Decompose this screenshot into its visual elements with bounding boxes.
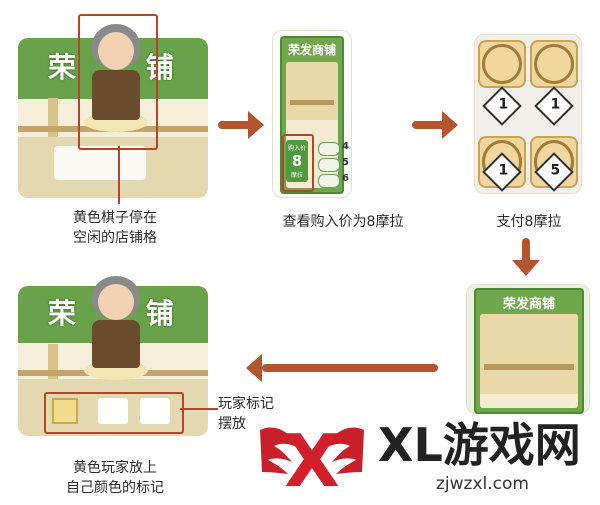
svg-text:X: X <box>284 419 340 500</box>
purchase-price-box: 购入价 8 摩拉 <box>286 140 308 182</box>
shop-card-2-title: 荣发商铺 <box>502 297 555 312</box>
illustration-rail-2 <box>484 364 574 370</box>
step1-caption-line2: 空闲的店铺格 <box>73 230 157 246</box>
shop-pillar <box>48 98 58 168</box>
price-value: 8 <box>291 152 303 170</box>
shop-card-2-body <box>480 314 578 408</box>
illustration-rail <box>290 100 334 105</box>
piece-2-body <box>92 320 140 368</box>
step5-caption: 黄色玩家放上 自己颜色的标记 <box>40 458 190 498</box>
marker-slot-2 <box>98 398 128 424</box>
rent-hex-2 <box>318 158 340 172</box>
marker-slot-3 <box>140 398 170 424</box>
mora-coin-1 <box>478 40 526 88</box>
shop-card-2: 荣发商铺 <box>474 288 584 414</box>
price-label: 购入价 <box>287 145 306 152</box>
watermark-url: zjwzxl.com <box>436 474 529 494</box>
step1-caption: 黄色棋子停在 空闲的店铺格 <box>45 208 185 248</box>
side-connector <box>180 408 218 410</box>
rent-hex-1 <box>318 142 340 156</box>
rent-value-1: 4 <box>342 141 349 152</box>
rent-hex-3 <box>318 174 340 188</box>
piece-face <box>98 32 134 70</box>
marker-highlight <box>44 392 184 434</box>
piece-body <box>92 70 140 120</box>
empty-marker-slot <box>54 146 146 180</box>
rent-value-3: 6 <box>342 173 349 184</box>
step5-caption-line1: 黄色玩家放上 <box>73 460 157 476</box>
rent-value-2: 5 <box>342 157 349 168</box>
connector-line <box>118 146 120 204</box>
price-highlight <box>282 134 314 192</box>
yellow-marker-cube <box>52 398 78 424</box>
step3-caption: 支付8摩拉 <box>496 214 562 230</box>
shop-card-title: 荣发商铺 <box>287 43 336 57</box>
step1-caption-line1: 黄色棋子停在 <box>73 210 157 226</box>
side-note: 玩家标记 摆放 <box>218 394 288 434</box>
shop-card-illustration <box>286 62 338 120</box>
side-note-line1: 玩家标记 <box>218 396 274 412</box>
piece-2-face <box>98 284 134 320</box>
watermark-brand: XL游戏网 <box>378 418 581 472</box>
price-unit: 摩拉 <box>290 172 303 179</box>
side-note-line2: 摆放 <box>218 416 246 432</box>
wings-logo-icon: X <box>252 410 372 503</box>
step5-caption-line2: 自己颜色的标记 <box>66 480 164 496</box>
step2-caption: 查看购入价为8摩拉 <box>282 214 404 230</box>
shop-card-2-illustration <box>480 314 578 394</box>
mora-coin-2 <box>530 40 578 88</box>
